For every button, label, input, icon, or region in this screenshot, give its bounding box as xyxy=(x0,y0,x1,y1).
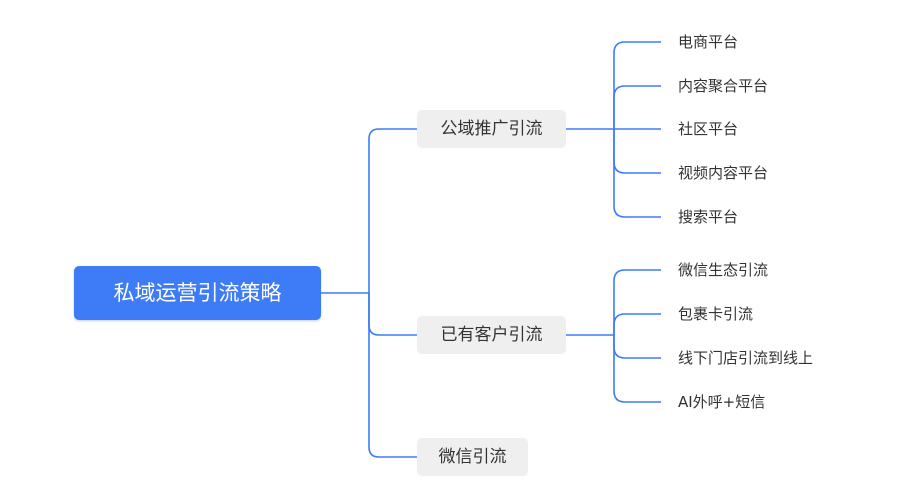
leaf-node-content-aggregation: 内容聚合平台 xyxy=(678,77,769,95)
branch-node-wechat: 微信引流 xyxy=(417,438,528,476)
connector-branch-2-leaf-4 xyxy=(613,335,661,403)
branch-node-public-domain: 公域推广引流 xyxy=(417,110,566,148)
leaf-node-ai-call-sms: AI外呼+短信 xyxy=(678,393,766,411)
branch-node-existing-customers: 已有客户引流 xyxy=(417,316,566,354)
connector-branch-1-leaf-4 xyxy=(613,129,661,174)
connector-branch-2-leaf-3 xyxy=(613,335,661,359)
leaf-node-package-card: 包裹卡引流 xyxy=(678,305,754,323)
connector-root-branch-3 xyxy=(368,293,417,458)
connector-branch-1-leaf-2 xyxy=(613,85,661,129)
connector-branch-1-leaf-5 xyxy=(613,129,661,218)
connector-root-branch-2 xyxy=(368,293,417,336)
connector-branch-1-leaf-1 xyxy=(613,41,661,129)
leaf-node-offline-store: 线下门店引流到线上 xyxy=(678,349,814,367)
leaf-node-search-platform: 搜索平台 xyxy=(678,208,739,226)
root-node: 私域运营引流策略 xyxy=(74,266,321,320)
connector-root-branch-1 xyxy=(368,128,417,293)
leaf-node-video-platform: 视频内容平台 xyxy=(678,164,769,182)
connector-branch-2-leaf-1 xyxy=(613,269,661,335)
leaf-node-community-platform: 社区平台 xyxy=(678,120,739,138)
connector-branch-2-leaf-2 xyxy=(613,313,661,335)
leaf-node-wechat-ecosystem: 微信生态引流 xyxy=(678,261,769,279)
leaf-node-ecommerce-platform: 电商平台 xyxy=(678,33,739,51)
